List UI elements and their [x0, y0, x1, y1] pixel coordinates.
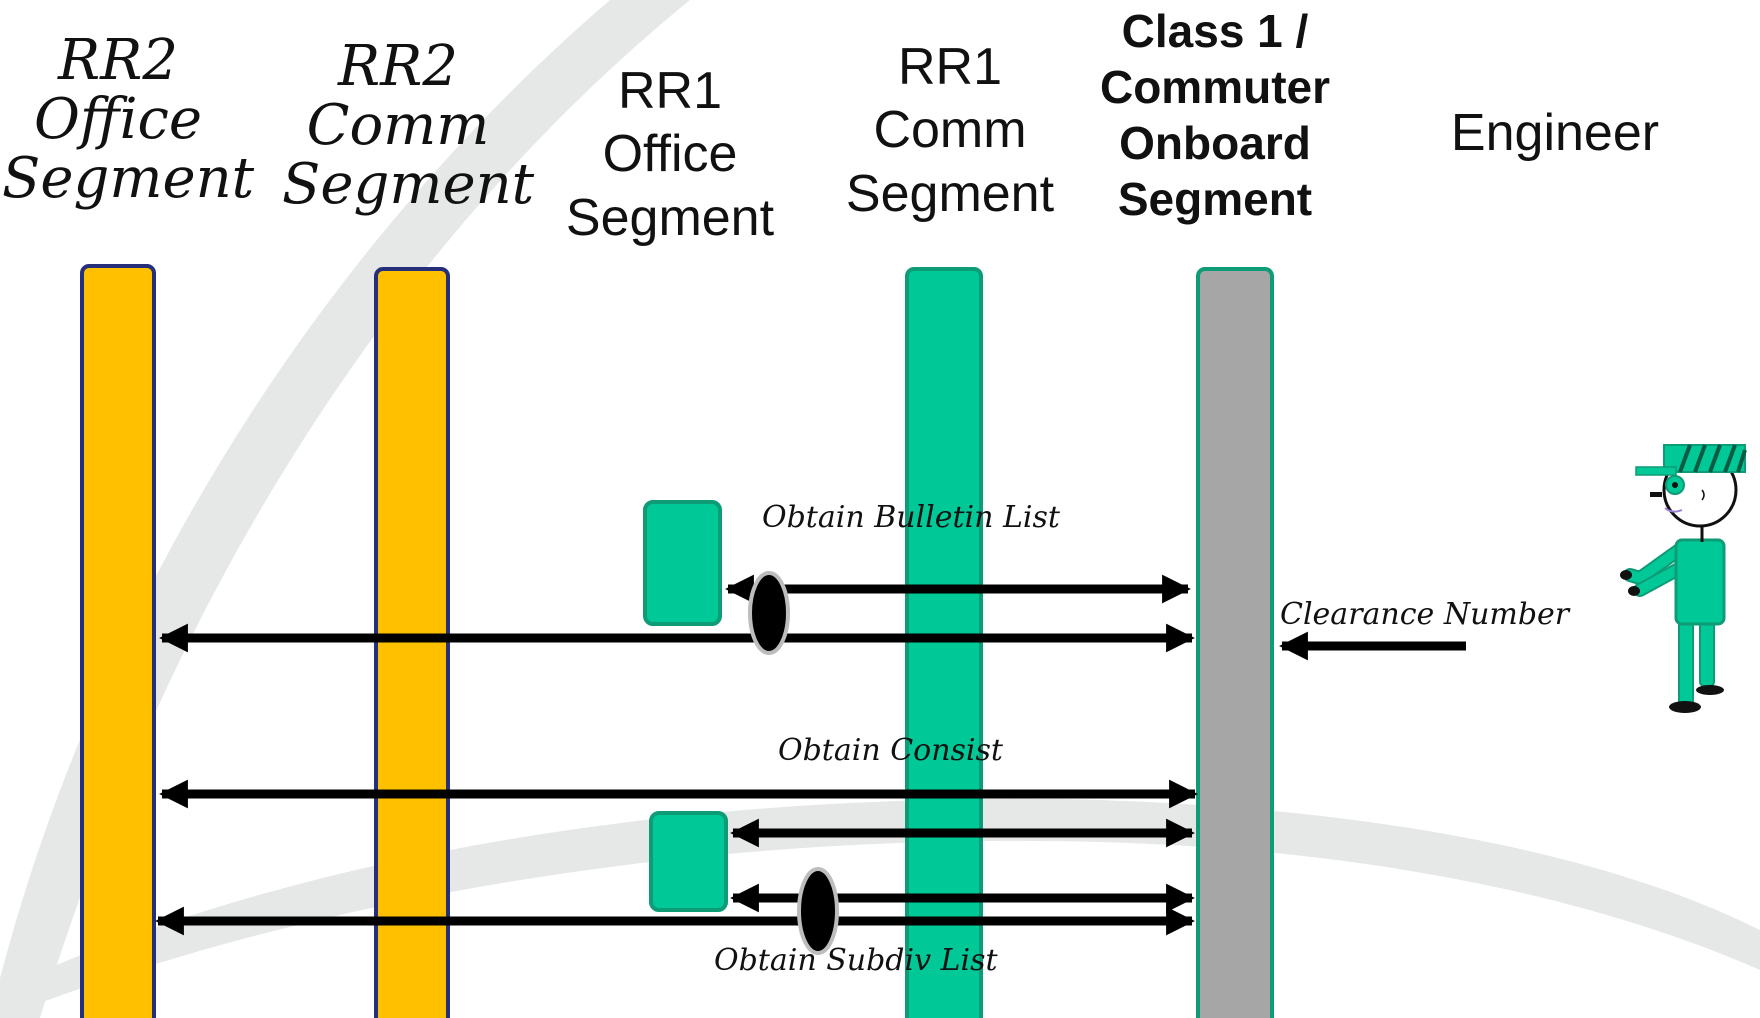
- label-obtain-consist: Obtain Consist: [778, 733, 1003, 768]
- header-rr1-office: RR1 Office Segment: [565, 62, 775, 247]
- label-clearance-number: Clearance Number: [1280, 597, 1570, 632]
- lifeline-rr2-office: [80, 264, 156, 1018]
- lifeline-rr1-comm: [905, 267, 983, 1018]
- lifeline-rr2-comm: [374, 267, 450, 1018]
- header-engineer: Engineer: [1450, 104, 1660, 162]
- header-rr2-office: RR2 Office Segment: [2, 28, 255, 211]
- activation-rr1-office-1: [643, 500, 722, 626]
- header-rr1-comm: RR1 Comm Segment: [845, 38, 1055, 223]
- label-obtain-bulletin-list: Obtain Bulletin List: [762, 500, 1060, 535]
- header-class1-onboard: Class 1 / Commuter Onboard Segment: [1099, 5, 1331, 226]
- alternative-ellipse-2: [797, 867, 839, 955]
- label-obtain-subdiv-list: Obtain Subdiv List: [714, 943, 998, 978]
- engineer-figure-icon: [1620, 444, 1747, 713]
- header-rr2-comm: RR2 Comm Segment: [282, 34, 535, 217]
- alternative-ellipse-1: [748, 571, 790, 655]
- activation-rr1-office-2: [649, 811, 728, 912]
- lifeline-class1-onboard: [1196, 267, 1274, 1018]
